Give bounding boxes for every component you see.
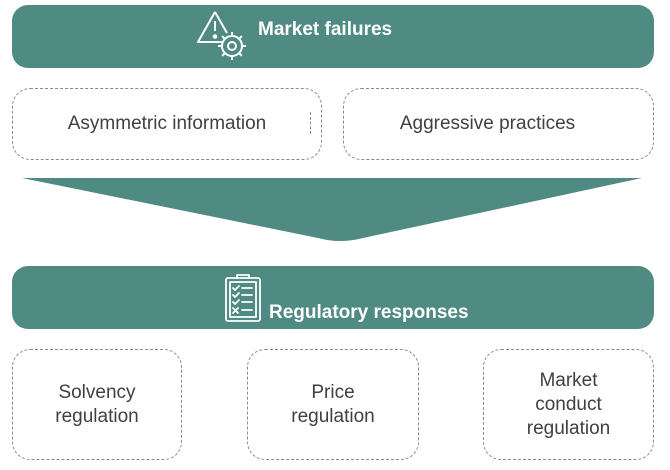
price-regulation-label: Price regulation [291, 381, 375, 427]
aggressive-practices-box: Aggressive practices [343, 88, 654, 160]
asymmetric-information-box: Asymmetric information [12, 88, 322, 160]
funnel-arrow [22, 178, 642, 241]
market-conduct-regulation-label: Market conduct regulation [526, 369, 611, 439]
box-divider [310, 112, 311, 134]
market-failures-bar: Market failures [12, 5, 654, 68]
checklist-clipboard-icon [225, 274, 261, 322]
regulatory-responses-title: Regulatory responses [269, 302, 469, 323]
aggressive-practices-label: Aggressive practices [399, 113, 576, 134]
warning-gear-icon [197, 11, 246, 60]
market-conduct-regulation-box: Market conduct regulation [483, 349, 654, 460]
asymmetric-information-label: Asymmetric information [67, 113, 267, 134]
price-regulation-box: Price regulation [247, 349, 419, 460]
solvency-regulation-label: Solvency regulation [55, 381, 139, 427]
regulatory-responses-bar: Regulatory responses [12, 266, 654, 329]
market-failures-title: Market failures [258, 19, 393, 40]
solvency-regulation-box: Solvency regulation [12, 349, 182, 460]
